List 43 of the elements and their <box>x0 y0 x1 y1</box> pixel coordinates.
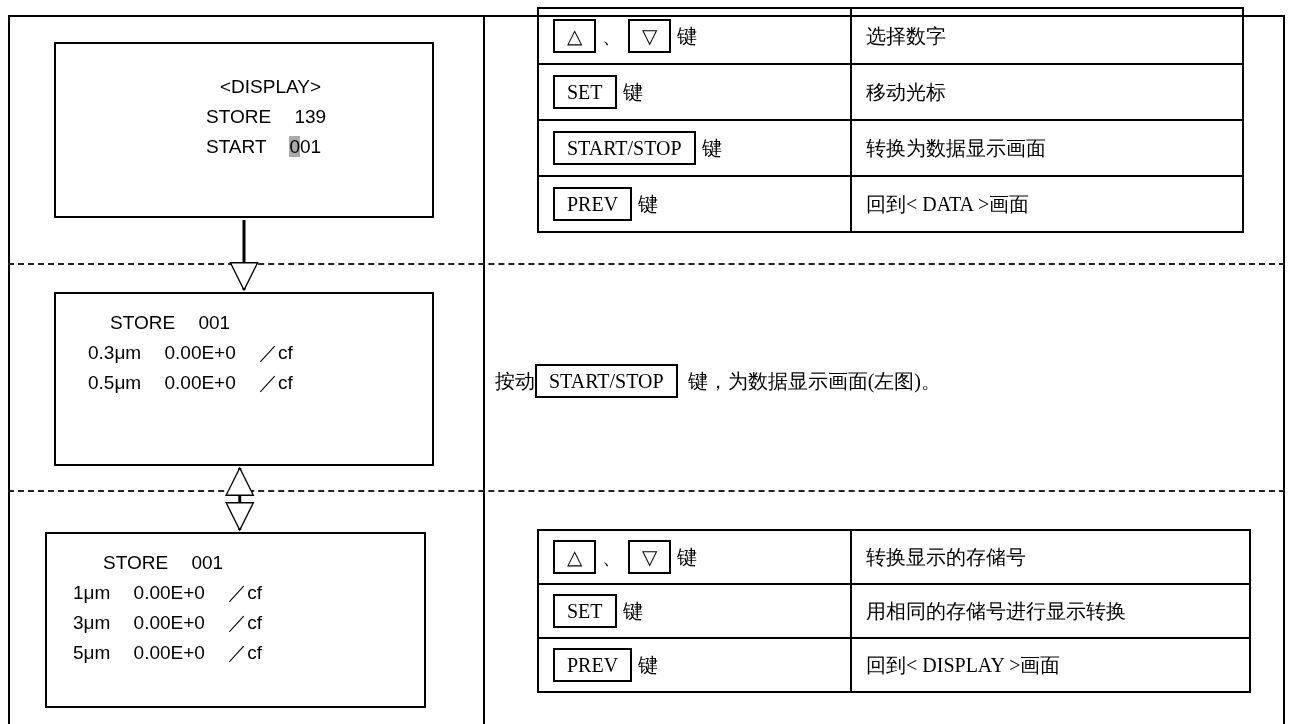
key-cap: SET <box>553 594 617 628</box>
key-cap: △ <box>553 540 596 574</box>
lcd-screen <box>54 42 434 218</box>
screen-text: 1μm 0.00E+0 ／cf <box>73 581 262 605</box>
sentence-text: 键，为数据显示画面(左图)。 <box>687 369 941 392</box>
sentence-text: 按动 <box>495 369 535 392</box>
key-cap: START/STOP <box>535 364 678 398</box>
description-text: 移动光标 <box>866 80 946 103</box>
screen-text: 0.3μm 0.00E+0 ／cf <box>88 341 293 365</box>
arrow <box>229 220 259 291</box>
lcd-screen <box>54 292 434 466</box>
screen-text: 0.5μm 0.00E+0 ／cf <box>88 371 293 395</box>
key-word: 键 <box>622 79 643 105</box>
screen-text: STORE 001 <box>103 551 224 575</box>
key-word: 键 <box>701 135 722 161</box>
key-word: 键 <box>677 23 697 49</box>
screen-text: 3μm 0.00E+0 ／cf <box>73 611 262 635</box>
description-text: 转换为数据显示画面 <box>866 136 1046 159</box>
key-cap: START/STOP <box>553 131 696 165</box>
separator-mark: 、 <box>602 544 622 570</box>
key-cap: ▽ <box>628 540 671 574</box>
description-text: 回到< DISPLAY >画面 <box>866 653 1061 676</box>
separator-mark: 、 <box>602 23 622 49</box>
description-text: 转换显示的存储号 <box>866 545 1026 568</box>
lcd-screen <box>45 532 426 708</box>
key-word: 键 <box>677 544 697 570</box>
screen-text: 5μm 0.00E+0 ／cf <box>73 641 262 665</box>
key-cap: SET <box>553 75 617 109</box>
screen-text: STORE 001 <box>110 311 231 335</box>
key-cap: PREV <box>553 187 633 221</box>
key-word: 键 <box>638 652 659 678</box>
key-cap: ▽ <box>628 19 671 53</box>
screen-text: START 001 <box>206 135 322 159</box>
description-text: 用相同的存储号进行显示转换 <box>866 599 1126 622</box>
key-cap: △ <box>553 19 596 53</box>
screen-text: STORE 139 <box>206 105 327 129</box>
screen-text: <DISPLAY> <box>220 75 322 99</box>
arrow <box>225 467 255 531</box>
description-text: 选择数字 <box>866 24 946 47</box>
description-text: 回到< DATA >画面 <box>866 192 1030 215</box>
key-word: 键 <box>638 191 659 217</box>
key-word: 键 <box>622 598 643 624</box>
key-cap: PREV <box>553 648 633 682</box>
